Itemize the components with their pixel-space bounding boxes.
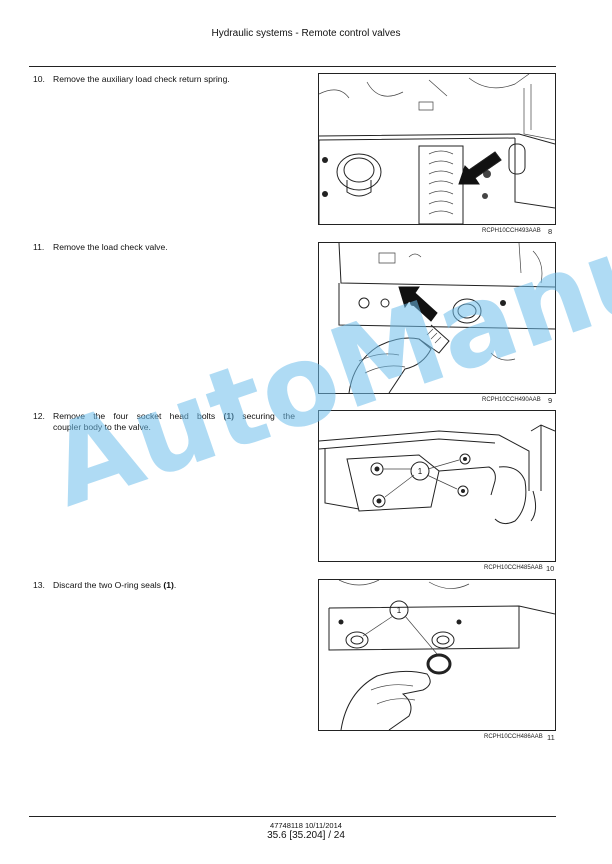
figure-11-code: RCPH10CCH486AAB xyxy=(484,734,543,740)
figure-10-illustration: 1 xyxy=(318,410,556,562)
figure-11-illustration: 1 xyxy=(318,579,556,731)
figure-10-number: 10 xyxy=(546,564,555,573)
step-text: securing the xyxy=(234,411,295,421)
figure-8-number: 8 xyxy=(548,227,553,236)
step-text: Remove the four socket head bolts xyxy=(53,411,224,421)
figure-8-code: RCPH10CCH493AAB xyxy=(482,228,541,234)
footer-doc-ref: 47748118 10/11/2014 xyxy=(270,821,342,830)
figure-10-callout: 1 xyxy=(418,467,423,476)
step-10: 10. Remove the auxiliary load check retur… xyxy=(33,74,295,85)
step-12: 12. Remove the four socket head bolts (1)… xyxy=(33,411,295,433)
page-header-title: Hydraulic systems - Remote control valve… xyxy=(211,28,401,39)
step-text: . xyxy=(173,580,177,590)
figure-9-illustration xyxy=(318,242,556,394)
step-13: 13. Discard the two O-ring seals (1). xyxy=(33,580,295,591)
footer-page-number: 35.6 [35.204] / 24 xyxy=(267,830,345,841)
figure-8-illustration xyxy=(318,73,556,225)
step-number: 11. xyxy=(33,242,45,252)
header-rule xyxy=(29,66,556,67)
step-number: 10. xyxy=(33,74,45,84)
callout-reference: (1) xyxy=(163,580,174,590)
step-text: Remove the load check valve. xyxy=(53,242,168,252)
step-number: 13. xyxy=(33,580,45,590)
callout-reference: (1) xyxy=(223,411,235,421)
figure-11-number: 11 xyxy=(547,733,555,742)
figure-11-callout: 1 xyxy=(397,606,402,615)
figure-9-code: RCPH10CCH490AAB xyxy=(482,397,541,403)
footer-rule xyxy=(29,816,556,817)
step-number: 12. xyxy=(33,411,45,421)
step-text: Discard the two O-ring seals xyxy=(53,580,164,590)
figure-10-code: RCPH10CCH485AAB xyxy=(484,565,543,571)
step-11: 11. Remove the load check valve. xyxy=(33,242,295,253)
step-text-continued: coupler body to the valve. xyxy=(53,422,151,432)
figure-9-number: 9 xyxy=(548,396,553,405)
step-text: Remove the auxiliary load check return s… xyxy=(53,74,230,84)
